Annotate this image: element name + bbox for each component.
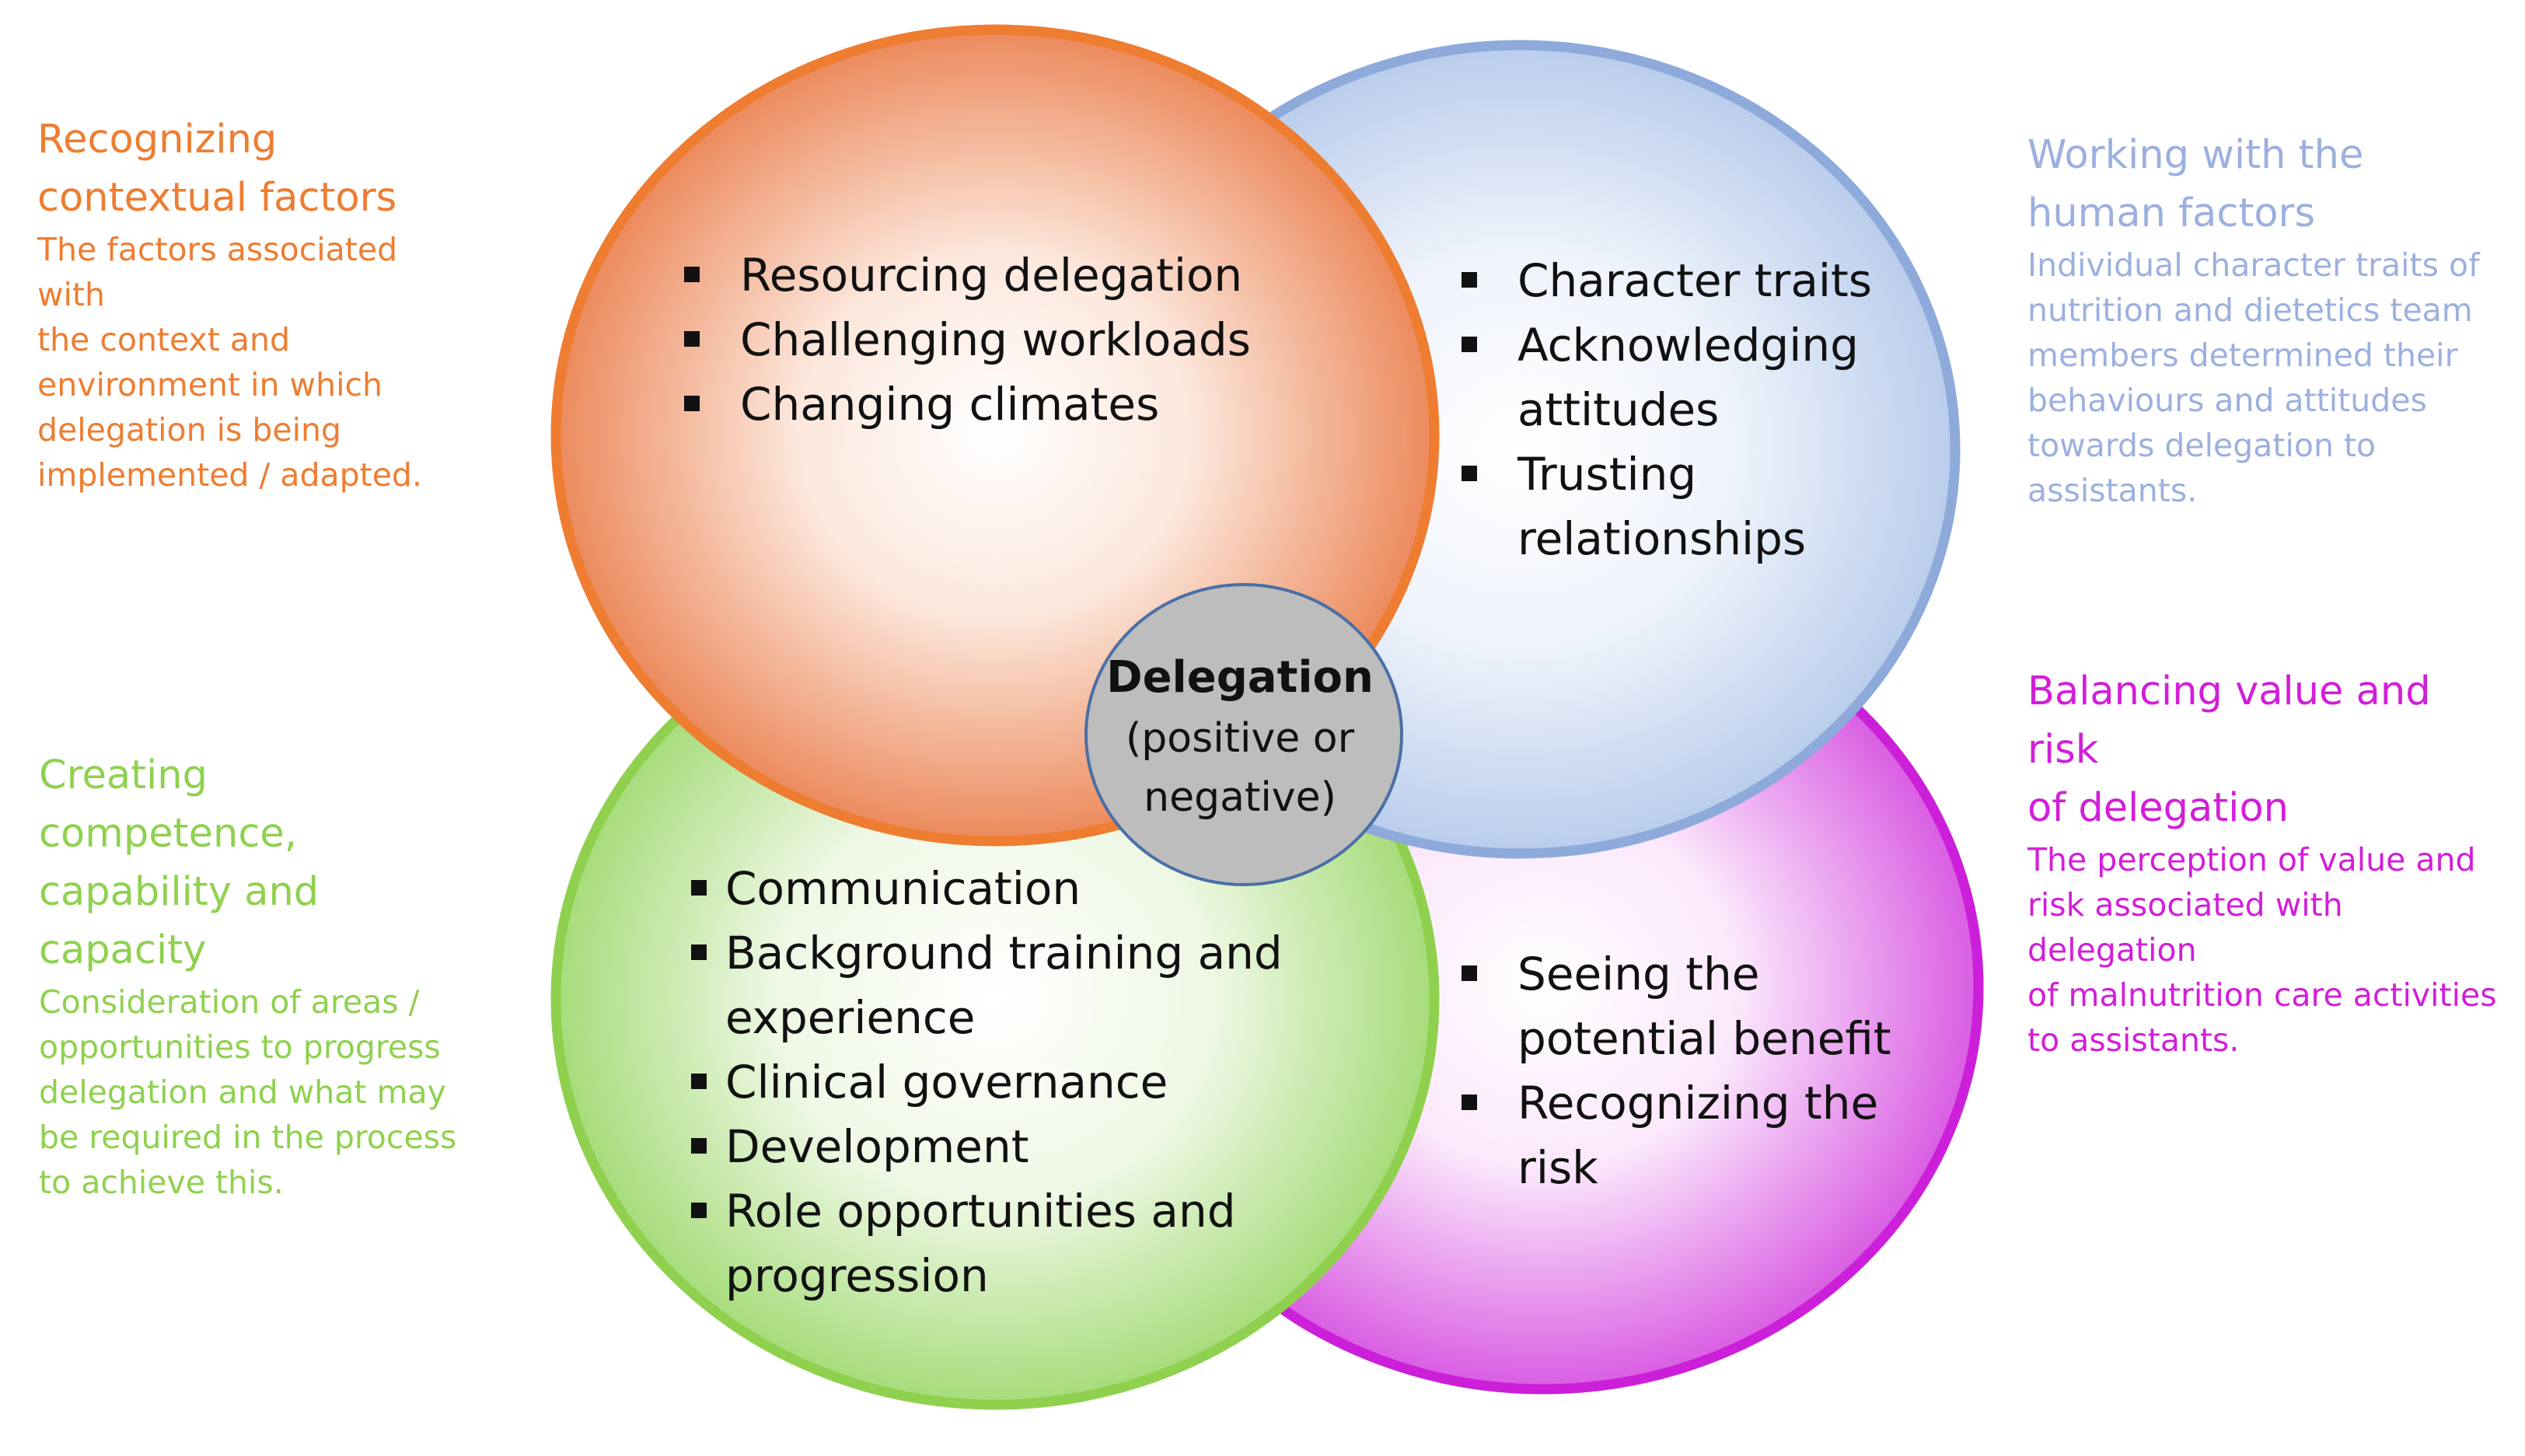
desc-line: opportunities to progress [39, 1028, 441, 1066]
bullet-item: Resourcing delegation [684, 243, 1290, 308]
human-factors-bullet-list: Character traits Acknowledging attitudes… [1462, 249, 1959, 571]
bullet-item: Background training and experience [688, 921, 1403, 1050]
competence-heading: Creating competence, capability and capa… [39, 746, 474, 979]
desc-line: of malnutrition care activities [2027, 976, 2497, 1014]
value-risk-heading: Balancing value and risk of delegation [2027, 662, 2509, 837]
heading-line: human factors [2027, 190, 2316, 236]
bullet-item: Challenging workloads [684, 308, 1290, 372]
desc-line: nutrition and dietetics team [2027, 292, 2473, 329]
desc-line: assistants. [2027, 472, 2198, 509]
delegation-title: Delegation [1106, 652, 1374, 703]
contextual-factors-text: The factors associated with the context … [37, 227, 473, 498]
competence-bullet-list: Communication Background training and ex… [688, 857, 1403, 1308]
bullet-item: Seeing the potential benefit [1462, 942, 1959, 1071]
bullet-item: Role opportunities and progression [688, 1179, 1403, 1308]
desc-line: delegation and what may [39, 1074, 446, 1111]
bullet-item: Trusting relationships [1462, 442, 1959, 571]
delegation-subtitle-line2: negative) [1144, 774, 1336, 821]
contextual-factors-description: Recognizing contextual factors The facto… [37, 110, 473, 498]
bullet-item: Clinical governance [688, 1050, 1403, 1115]
human-factors-heading: Working with the human factors [2027, 126, 2494, 243]
desc-line: risk associated with delegation [2027, 886, 2343, 969]
desc-line: members determined their [2027, 337, 2458, 374]
heading-line: capability and [39, 869, 320, 915]
heading-line: Recognizing [37, 117, 278, 162]
bullet-item: Acknowledging attitudes [1462, 313, 1959, 442]
competence-description: Creating competence, capability and capa… [39, 746, 474, 1205]
desc-line: delegation is being [37, 411, 342, 449]
bullet-item: Recognizing the risk [1462, 1071, 1959, 1200]
delegation-subtitle-line1: (positive or [1126, 715, 1354, 762]
heading-line: competence, [39, 811, 297, 857]
delegation-center-label: Delegation (positive or negative) [1084, 647, 1395, 827]
bullet-item: Changing climates [684, 372, 1290, 437]
desc-line: the context and [37, 321, 291, 358]
desc-line: towards delegation to [2027, 427, 2377, 464]
heading-line: of delegation [2027, 785, 2289, 831]
desc-line: environment in which [37, 366, 382, 403]
delegation-center-circle [1084, 583, 1403, 886]
desc-line: behaviours and attitudes [2027, 382, 2427, 419]
desc-line: The factors associated with [37, 231, 398, 313]
value-risk-text: The perception of value and risk associa… [2027, 837, 2509, 1063]
human-factors-description: Working with the human factors Individua… [2027, 126, 2494, 513]
desc-line: to achieve this. [39, 1164, 284, 1201]
desc-line: Consideration of areas / [39, 983, 420, 1021]
value-risk-description: Balancing value and risk of delegation T… [2027, 662, 2509, 1063]
desc-line: be required in the process [39, 1119, 457, 1156]
heading-line: Balancing value and risk [2027, 669, 2431, 773]
desc-line: to assistants. [2027, 1021, 2240, 1059]
human-factors-text: Individual character traits of nutrition… [2027, 243, 2494, 513]
heading-line: Working with the [2027, 132, 2364, 178]
contextual-factors-bullet-list: Resourcing delegation Challenging worklo… [684, 243, 1290, 437]
desc-line: implemented / adapted. [37, 456, 422, 494]
desc-line: The perception of value and [2027, 841, 2476, 878]
desc-line: Individual character traits of [2027, 246, 2480, 284]
bullet-item: Character traits [1462, 249, 1959, 313]
bullet-item: Communication [688, 857, 1403, 921]
competence-text: Consideration of areas / opportunities t… [39, 979, 474, 1205]
value-risk-bullet-list: Seeing the potential benefit Recognizing… [1462, 942, 1959, 1200]
contextual-factors-heading: Recognizing contextual factors [37, 110, 473, 227]
heading-line: capacity [39, 927, 207, 973]
heading-line: Creating [39, 752, 208, 798]
heading-line: contextual factors [37, 175, 397, 221]
bullet-item: Development [688, 1115, 1403, 1179]
